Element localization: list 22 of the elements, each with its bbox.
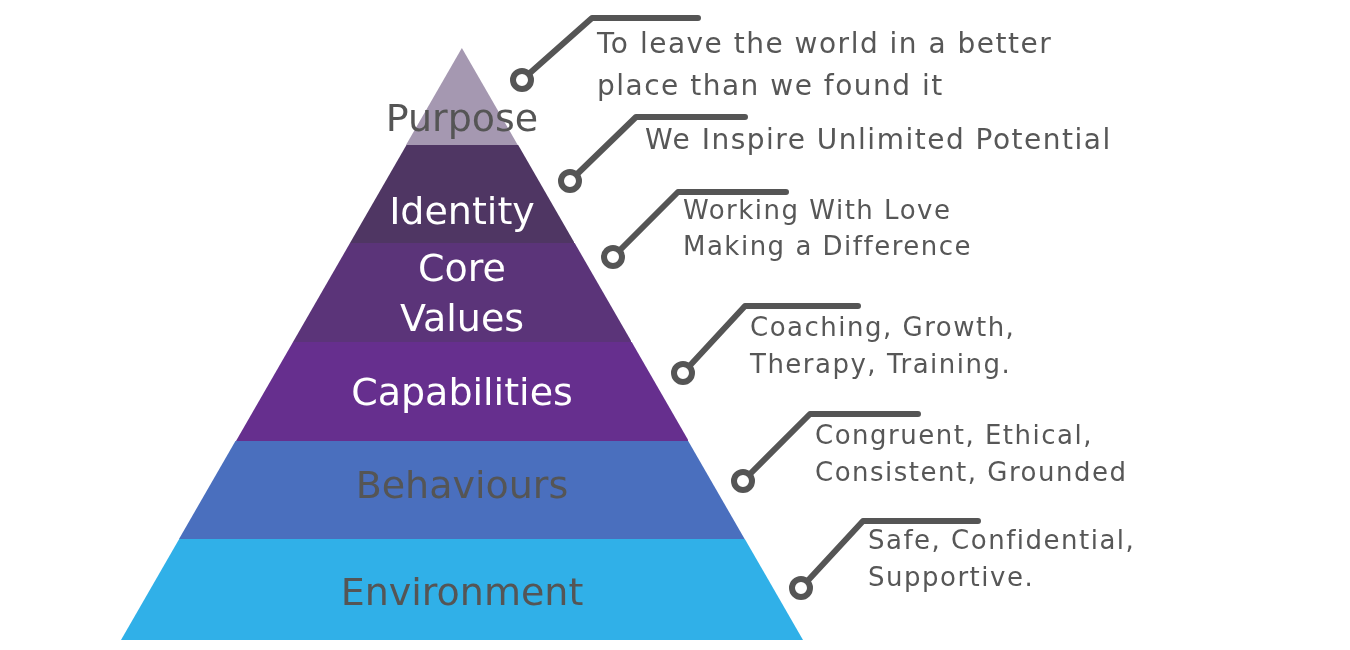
tier-label: Environment bbox=[340, 571, 584, 613]
callout-text: Working With Love Making a Difference bbox=[683, 194, 974, 263]
pyramid-tier bbox=[292, 243, 632, 342]
pyramid-tier bbox=[349, 145, 575, 243]
pyramid-tier bbox=[235, 342, 689, 441]
tier-label: Capabilities bbox=[351, 371, 573, 413]
callout-text: To leave the world in a better place than we found it bbox=[597, 26, 1054, 104]
callout-text: Coaching, Growth, Therapy, Training. bbox=[750, 311, 1017, 381]
pyramid-tier bbox=[121, 539, 803, 640]
callout-text: Congruent, Ethical, Consistent, Grounded bbox=[815, 419, 1129, 489]
leader-line bbox=[671, 303, 861, 385]
pyramid-tier bbox=[179, 441, 745, 539]
leader-line bbox=[510, 15, 701, 92]
tier-label: Core Values bbox=[399, 245, 525, 342]
tier-label: Behaviours bbox=[355, 464, 569, 506]
tier-label: Identity bbox=[389, 190, 535, 232]
leader-line bbox=[558, 114, 748, 193]
leader-line bbox=[789, 518, 981, 600]
leader-line bbox=[601, 189, 789, 269]
callout-text: We Inspire Unlimited Potential bbox=[645, 122, 1112, 158]
leader-line bbox=[731, 411, 921, 493]
callout-text: Safe, Confidential, Supportive. bbox=[868, 524, 1137, 594]
